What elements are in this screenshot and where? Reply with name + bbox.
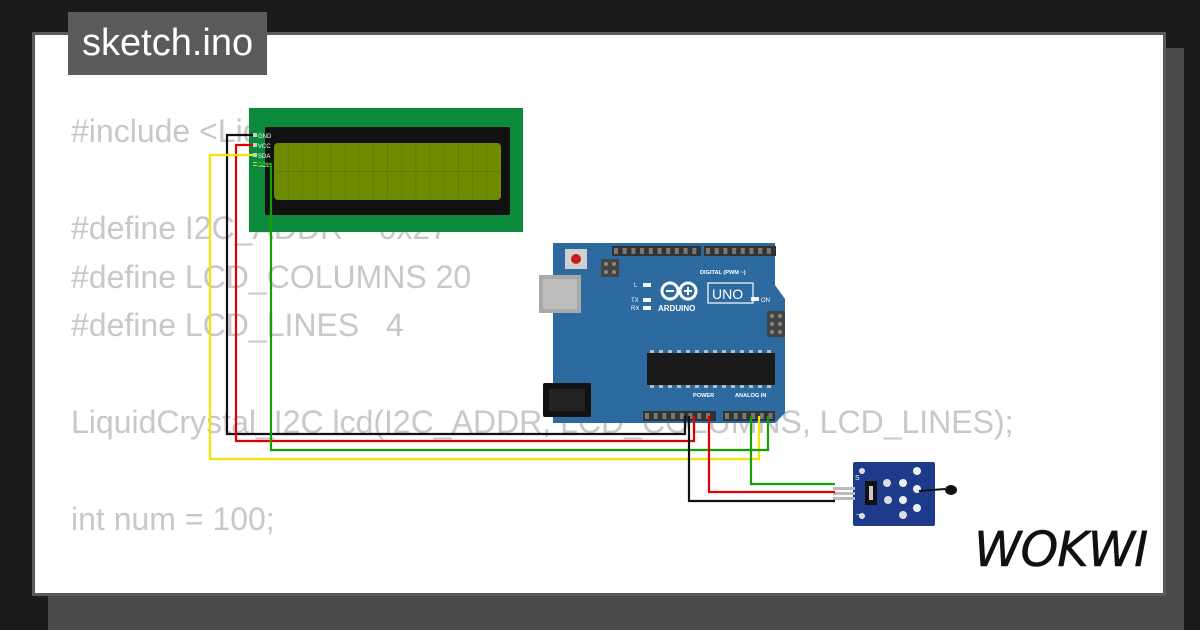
- l-led-label: L: [634, 283, 638, 289]
- temperature-sensor-module[interactable]: S −: [833, 462, 957, 526]
- sensor-minus-label: −: [856, 510, 861, 519]
- wire-sensor-gnd: [687, 416, 835, 503]
- digital-header-2: [704, 246, 776, 256]
- preview-card: #include <LiquidCrystal_I2C.h>#define I2…: [32, 32, 1166, 596]
- wire-lcd-scl: [253, 162, 770, 452]
- power-label: POWER: [693, 393, 714, 399]
- wokwi-wordmark: WOKWI: [974, 522, 1147, 578]
- wire-lcd-vcc: [234, 143, 696, 443]
- digital-header-1: [612, 246, 701, 256]
- analog-header: [723, 411, 775, 421]
- uno-label: UNO: [712, 286, 743, 302]
- lcd-pin-sda: SDA: [258, 154, 270, 160]
- sensor-s-label: S: [855, 475, 860, 482]
- wokwi-logo: WOKWI: [974, 522, 1149, 578]
- sketch-filename-tab: sketch.ino: [68, 12, 268, 75]
- rx-label: RX: [631, 306, 639, 312]
- lcd-pin-gnd: GND: [258, 134, 272, 140]
- atmega-chip: [647, 353, 775, 385]
- circuit-diagram: GND VCC SDA SCL DIGITAL (PWM: [208, 108, 957, 526]
- wire-lcd-sda: [208, 153, 761, 461]
- lcd-pin-scl: SCL: [258, 163, 270, 169]
- arduino-brand: ARDUINO: [658, 304, 695, 313]
- wire-sensor-signal: [749, 416, 835, 486]
- analog-label: ANALOG IN: [735, 393, 766, 399]
- wires: [208, 133, 835, 503]
- arduino-uno-board[interactable]: DIGITAL (PWM ~) L TX RX ON ARDUINO UNO: [539, 243, 785, 423]
- code-line: #define LCD_COLUMNS 20: [71, 258, 472, 295]
- arduino-logo: ARDUINO: [658, 281, 698, 313]
- digital-label: DIGITAL (PWM ~): [700, 270, 746, 276]
- on-label: ON: [761, 298, 770, 304]
- wire-sensor-vcc: [707, 416, 835, 494]
- thermistor: [945, 485, 957, 495]
- wire-lcd-gnd: [225, 133, 687, 436]
- tx-label: TX: [631, 298, 639, 304]
- code-line: int num = 100;: [71, 501, 275, 537]
- lcd-module[interactable]: GND VCC SDA SCL: [249, 108, 523, 232]
- power-header: [643, 411, 716, 421]
- lcd-pin-vcc: VCC: [258, 144, 271, 150]
